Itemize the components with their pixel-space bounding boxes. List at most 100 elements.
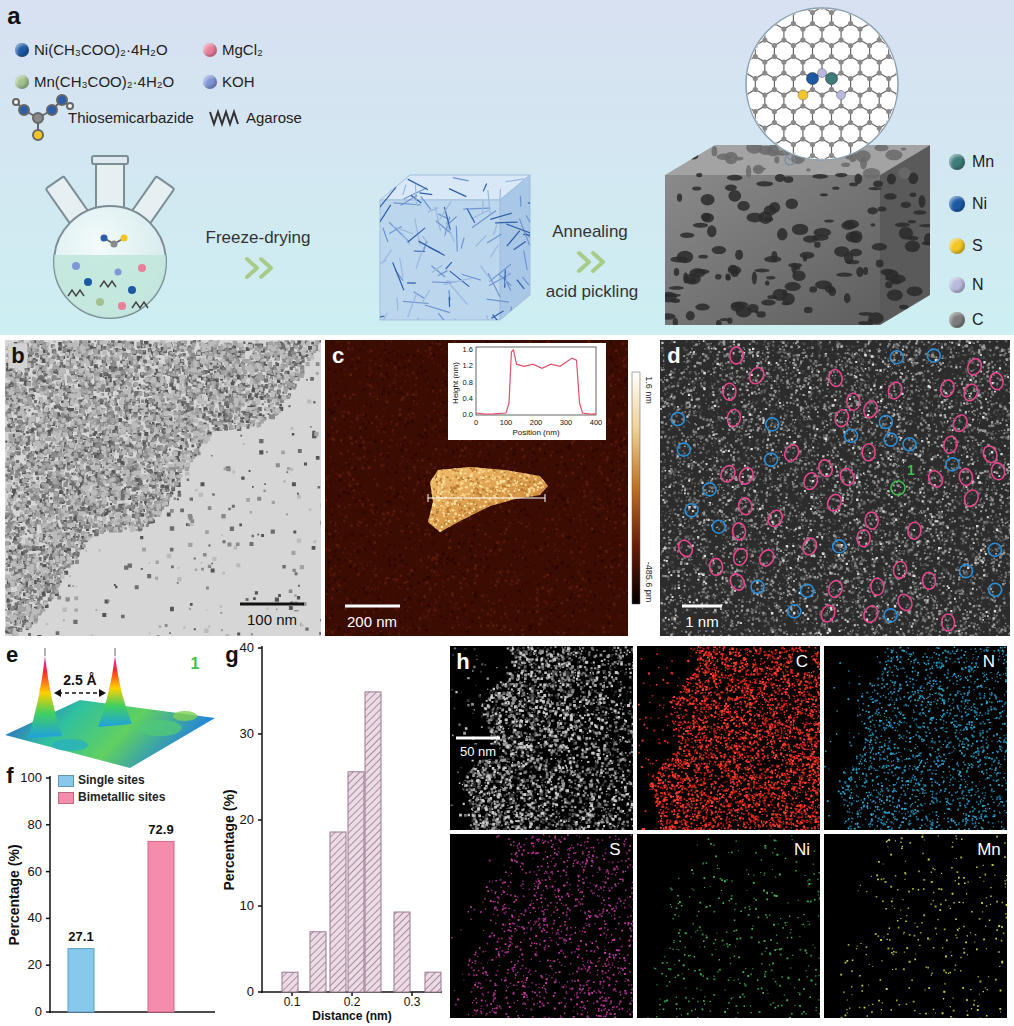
- figure-part: [785, 155, 795, 165]
- figure-part: [545, 494, 546, 502]
- fibre: [514, 241, 526, 249]
- figure-part: [261, 259, 271, 277]
- figure-part: [46, 871, 50, 873]
- image-texture: [841, 834, 1007, 1018]
- image-texture: [427, 464, 552, 535]
- figure-part: [54, 689, 61, 697]
- bimetallic-marker: [922, 572, 936, 590]
- axis-title: Percentage (%): [221, 789, 237, 890]
- figure-part: [47, 105, 57, 115]
- fibre: [401, 195, 417, 205]
- pore: [782, 302, 791, 306]
- pore: [735, 250, 743, 260]
- legend-text: Thiosemicarbazide: [68, 109, 194, 126]
- pore: [899, 227, 913, 240]
- legend-dot: [203, 43, 217, 57]
- figure-part: [19, 105, 29, 115]
- image-texture: [638, 646, 820, 830]
- pore: [726, 276, 731, 281]
- bimetallic-marker: [731, 546, 749, 567]
- figure-part: [49, 776, 51, 1013]
- bimetallic-marker: [861, 399, 879, 419]
- pore: [815, 281, 832, 290]
- pore: [792, 271, 805, 281]
- fibre: [504, 270, 506, 288]
- figure-part: [394, 912, 410, 992]
- figure-part: [428, 494, 429, 502]
- bimetallic-marker: [730, 347, 743, 364]
- panel-text: Ni: [791, 840, 813, 860]
- histogram-bars: [282, 692, 441, 992]
- single-site-marker: [712, 520, 725, 533]
- panel-letter: a: [7, 2, 20, 30]
- image-texture: [660, 340, 1010, 636]
- legend-swatch: [58, 775, 74, 787]
- color-bar: [632, 372, 640, 604]
- legend-text: KOH: [222, 73, 255, 90]
- figure-part: [121, 235, 128, 242]
- image-texture: [450, 647, 633, 830]
- fibre: [415, 184, 416, 205]
- figure-part: [54, 206, 166, 318]
- pore: [887, 289, 903, 301]
- flake-texture: [426, 464, 552, 536]
- eds-tile: C: [637, 646, 820, 830]
- porous-carbon-cube: [660, 141, 932, 327]
- single-site-marker: [946, 458, 959, 471]
- figure-part: [67, 103, 73, 109]
- fibre: [449, 297, 451, 307]
- pore: [867, 207, 878, 214]
- histogram-axes: [258, 646, 442, 996]
- bimetallic-marker: [825, 492, 844, 513]
- panel-text: N: [980, 652, 998, 672]
- fibre: [408, 294, 417, 318]
- pore: [754, 167, 766, 170]
- figure-part: [96, 298, 104, 306]
- pore: [849, 183, 858, 187]
- bimetallic-marker: [962, 382, 980, 403]
- bimetallic-marker: [676, 538, 695, 559]
- pore: [686, 311, 695, 320]
- afm-panel: c200 nmHeight (nm)0.00.40.81.21.60100200…: [325, 340, 628, 636]
- panel-text: S: [606, 840, 623, 860]
- fibre: [392, 226, 413, 234]
- pore: [767, 295, 777, 299]
- figure-part: [58, 692, 102, 693]
- panel-band: [0, 0, 1014, 335]
- pore: [856, 267, 863, 277]
- fibre: [512, 309, 520, 318]
- pore: [812, 174, 828, 179]
- figure-part: [138, 264, 146, 272]
- panel-letter: g: [225, 642, 238, 667]
- fibre: [524, 311, 526, 339]
- figure-part: [100, 281, 116, 287]
- pore: [891, 280, 901, 285]
- panel-text: Position (nm): [512, 428, 559, 437]
- fibre: [507, 231, 520, 246]
- panel-letter: e: [6, 642, 18, 667]
- legend-text: Mn: [972, 153, 994, 171]
- pore: [674, 268, 679, 276]
- axis-tick: 0.1: [284, 996, 301, 1010]
- figure-part: [826, 73, 838, 85]
- fibre: [414, 250, 425, 252]
- bimetallic-marker: [862, 444, 875, 461]
- eds-tile: N: [824, 646, 1007, 830]
- scale-bar: [345, 605, 400, 608]
- bimetallic-marker: [981, 444, 999, 465]
- pore: [859, 312, 873, 316]
- fibre: [407, 282, 416, 284]
- bimetallic-marker: [747, 365, 767, 386]
- fibre: [507, 224, 534, 234]
- figure-part: [665, 175, 880, 325]
- figure-part: [425, 972, 441, 992]
- pore: [844, 293, 851, 303]
- image-texture: [664, 341, 1011, 636]
- fibre: [505, 271, 509, 284]
- fibre: [476, 236, 487, 247]
- fibre: [528, 203, 553, 211]
- eds-tile: Mn: [824, 834, 1007, 1018]
- pore: [899, 305, 909, 310]
- fibre: [524, 251, 528, 271]
